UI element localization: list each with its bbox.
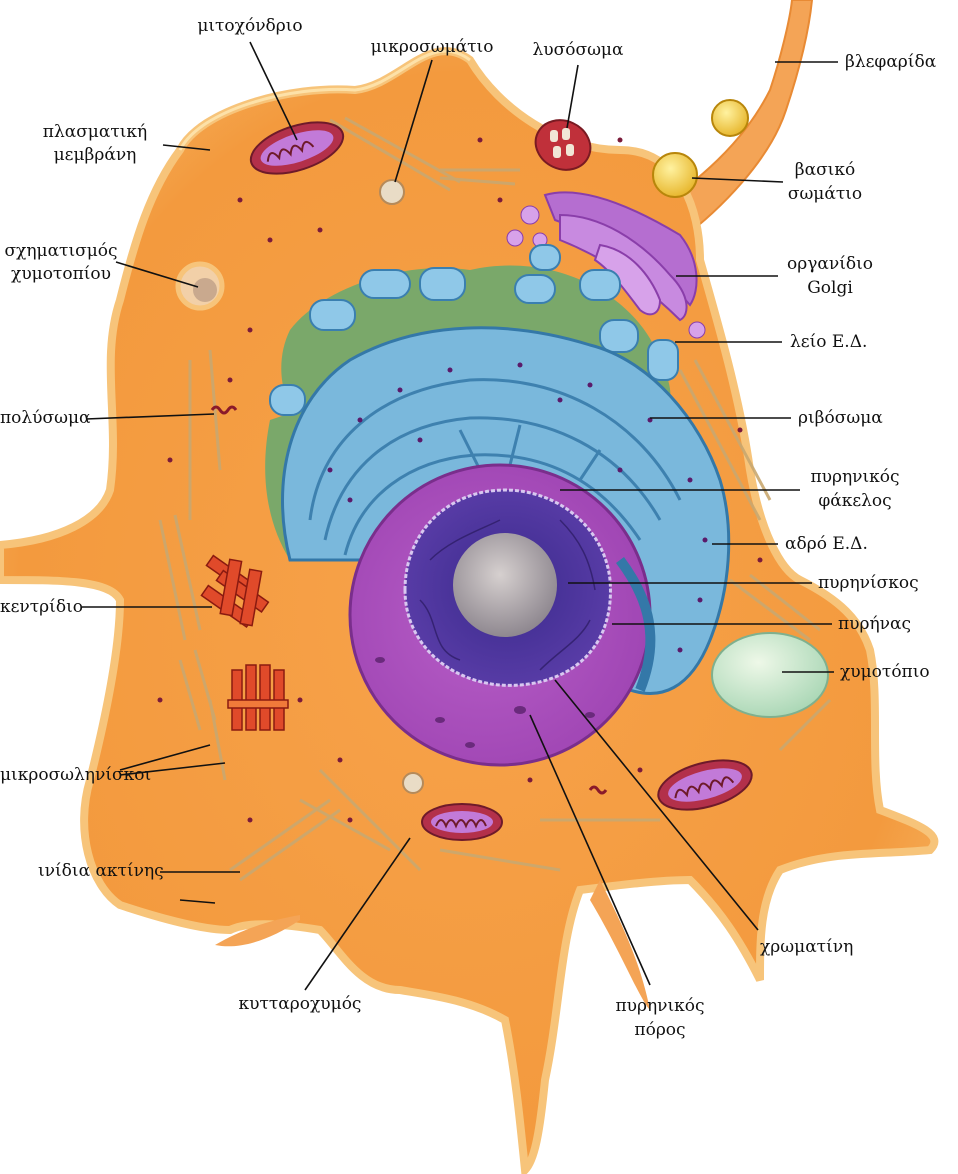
- label-nucleus: πυρήνας: [838, 614, 911, 634]
- label-golgi-1: οργανίδιο: [770, 254, 890, 274]
- label-smooth-er: λείο Ε.Δ.: [790, 332, 867, 352]
- label-polysome: πολύσωμα: [0, 408, 91, 428]
- label-cytoplasm: κυτταροχυμός: [220, 994, 380, 1014]
- label-nuclear-pore-2: πόρος: [600, 1020, 720, 1040]
- label-basal-body-2: σωμάτιο: [770, 184, 880, 204]
- label-cilium: βλεφαρίδα: [845, 52, 936, 72]
- label-lysosome: λυσόσωμα: [528, 40, 628, 60]
- label-plasma-membrane-1: πλασματική: [20, 122, 170, 142]
- nucleolus-shape: [453, 533, 557, 637]
- label-actin-filaments: ινίδια ακτίνης: [38, 861, 164, 881]
- microbody-shape: [380, 180, 404, 204]
- vacuole-shape: [712, 633, 828, 717]
- label-plasma-membrane-2: μεμβράνη: [20, 145, 170, 165]
- label-mitochondrion: μιτοχόνδριο: [190, 16, 310, 36]
- label-microbody: μικροσωμάτιο: [362, 37, 502, 57]
- label-nuclear-envelope-1: πυρηνικός: [795, 467, 915, 487]
- label-nucleolus: πυρηνίσκος: [818, 573, 919, 593]
- label-vacuole-formation-1: σχηματισμός: [0, 241, 122, 261]
- label-microtubules: μικροσωληνίσκοι: [0, 765, 151, 785]
- label-basal-body-1: βασικό: [770, 160, 880, 180]
- label-golgi-2: Golgi: [770, 278, 890, 298]
- label-vacuole: χυμοτόπιο: [840, 662, 930, 682]
- label-chromatin: χρωματίνη: [760, 937, 853, 957]
- label-vacuole-formation-2: χυμοτοπίου: [0, 264, 122, 284]
- label-centriole: κεντρίδιο: [0, 597, 83, 617]
- label-ribosome: ριβόσωμα: [798, 408, 883, 428]
- label-nuclear-envelope-2: φάκελος: [795, 491, 915, 511]
- label-nuclear-pore-1: πυρηνικός: [600, 996, 720, 1016]
- label-rough-er: αδρό Ε.Δ.: [785, 534, 868, 554]
- basal-body-shape: [653, 153, 697, 197]
- mitochondrion-bottom-1: [422, 804, 502, 840]
